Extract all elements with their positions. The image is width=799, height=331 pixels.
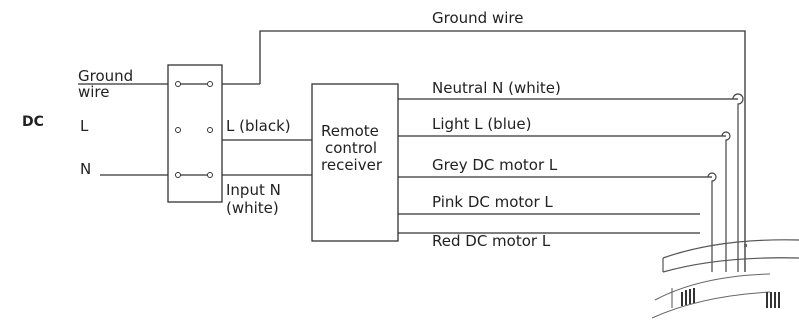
output-label-pink-motor: Pink DC motor L [432, 193, 553, 211]
output-label-neutral: Neutral N (white) [432, 79, 561, 97]
ground-wire-label-line1: Ground [78, 67, 133, 85]
light-drop [721, 131, 731, 272]
neutral-input-label: N [80, 160, 91, 178]
top-ground-wire-label: Ground wire [432, 9, 523, 27]
output-label-light: Light L (blue) [432, 115, 531, 133]
ground-wire-label-line2: wire [78, 83, 110, 101]
neutral-drop [732, 93, 744, 272]
remote-control-receiver-box [311, 83, 399, 242]
input-n-label-line2: (white) [226, 199, 279, 217]
output-label-red-motor: Red DC motor L [432, 232, 551, 250]
ground-wire-top [259, 30, 746, 272]
ceiling-fan-motor-icon [651, 239, 799, 319]
switch-box [167, 64, 223, 203]
input-n-label-line1: Input N [226, 181, 281, 199]
grey-motor-drop [707, 172, 717, 272]
receiver-label-line3: receiver [321, 156, 383, 174]
output-label-grey-motor: Grey DC motor L [432, 156, 558, 174]
live-input-label: L [80, 117, 89, 135]
receiver-label-line1: Remote [321, 122, 379, 140]
switch-terminals [175, 81, 213, 178]
receiver-label-line2: control [325, 139, 377, 157]
dc-supply-label: DC [22, 114, 44, 130]
live-black-label: L (black) [226, 117, 291, 135]
